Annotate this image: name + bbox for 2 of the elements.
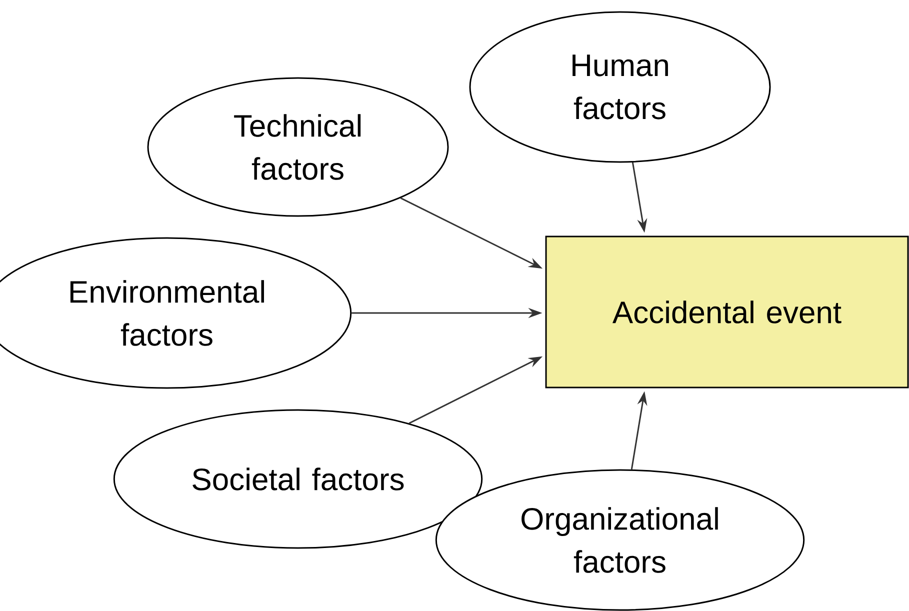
event-box: Accidental event [545, 236, 909, 388]
node-label: Organizational factors [522, 507, 718, 573]
